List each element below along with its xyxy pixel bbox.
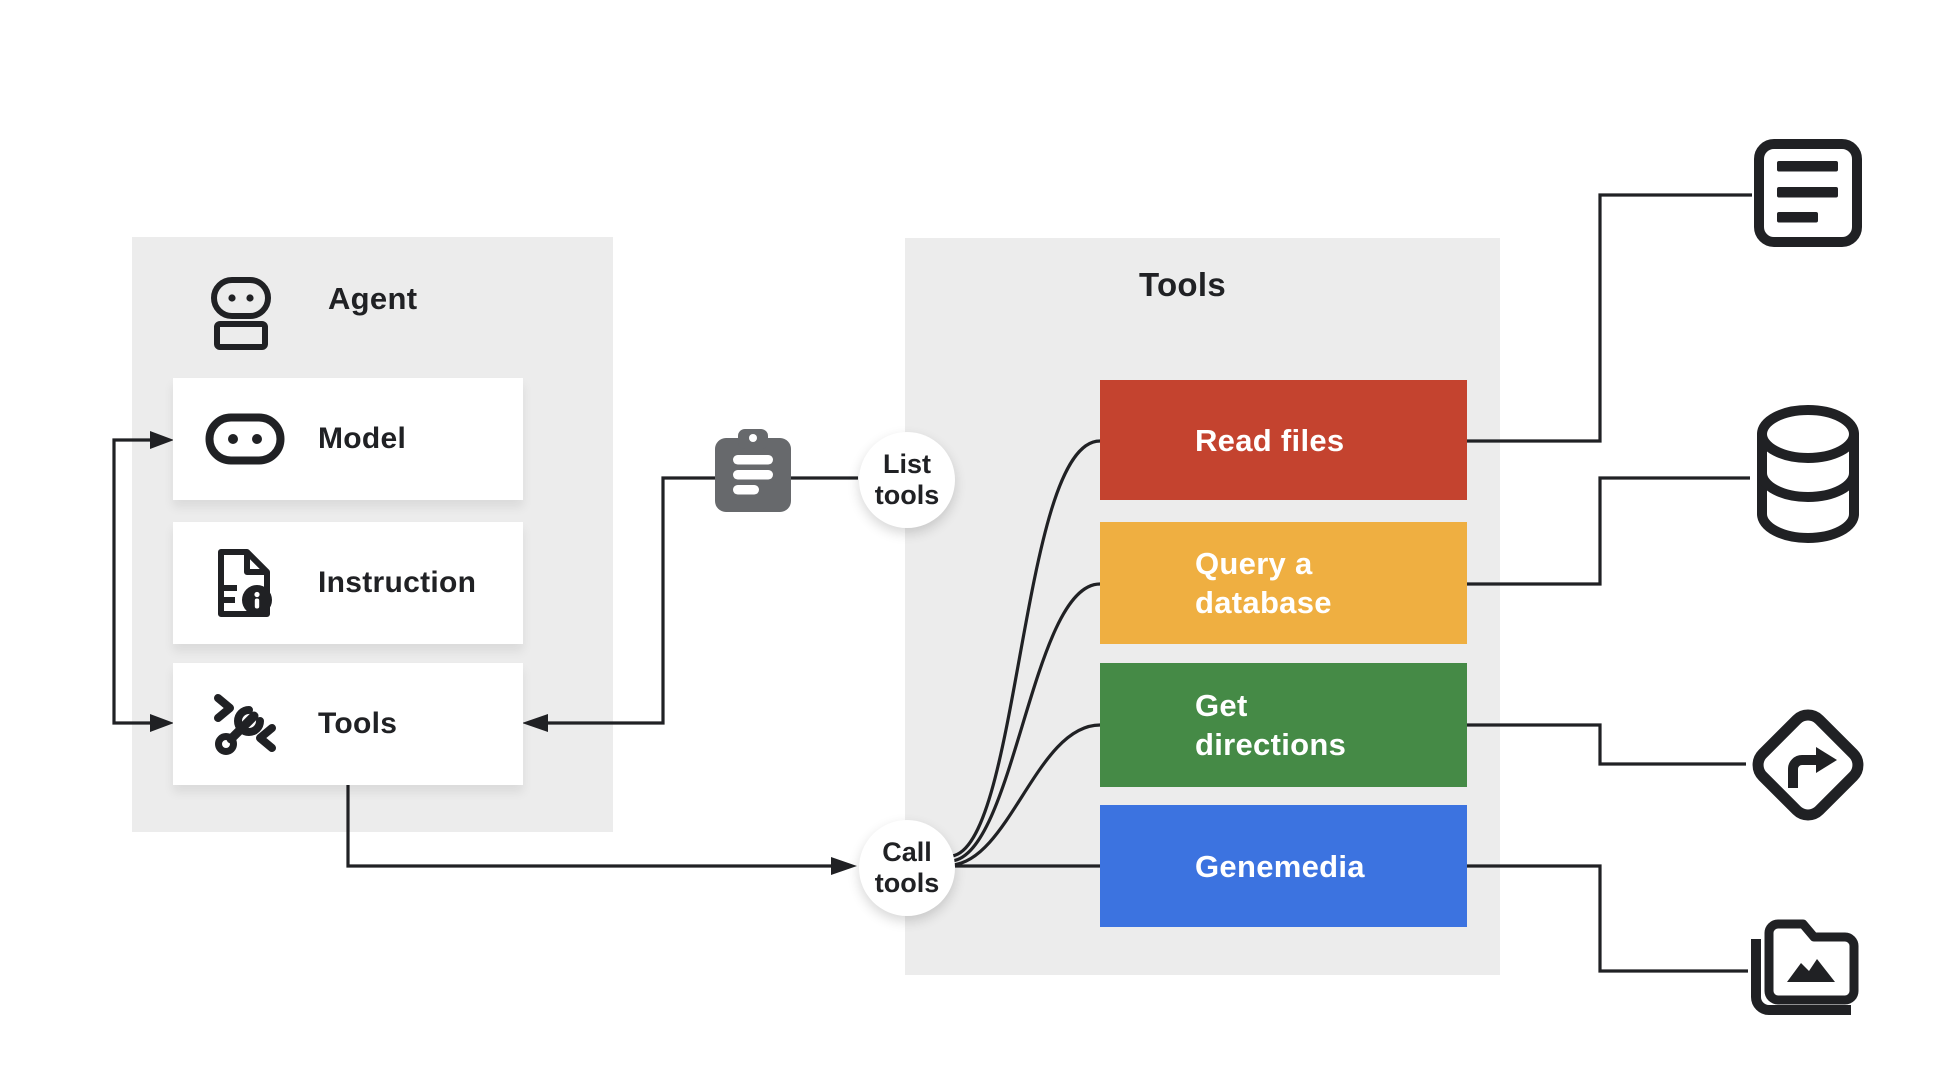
- agent-card-tools: Tools: [173, 663, 523, 785]
- elbow-to-directions-icon: [1467, 723, 1746, 766]
- get-directions-label: Get directions: [1195, 688, 1347, 762]
- curve-to-read-files: [951, 439, 1101, 858]
- arrowhead-into-call-tools: [831, 857, 857, 875]
- curve-to-get-directions: [951, 723, 1101, 867]
- arrowhead-into-model: [150, 431, 174, 449]
- tools-card-label: Tools: [318, 707, 398, 740]
- curve-to-query-database: [951, 582, 1101, 863]
- query-database-label: Query a database: [1195, 546, 1332, 620]
- tool-box-get-directions: Get directions: [1100, 663, 1467, 787]
- list-tools-return-line: [548, 476, 858, 725]
- agent-card-instruction: Instruction: [173, 522, 523, 644]
- turn-right-sign-icon: [1746, 703, 1870, 827]
- arrowhead-into-tools-right: [522, 714, 548, 732]
- clipboard-icon: [713, 428, 793, 516]
- list-tools-label: List tools: [874, 449, 940, 510]
- arrowhead-into-tools-left: [150, 714, 174, 732]
- model-tools-loop-line: [112, 438, 150, 725]
- genemedia-label: Genemedia: [1195, 848, 1365, 884]
- wrench-code-icon: [203, 693, 287, 755]
- call-tools-label: Call tools: [874, 837, 940, 898]
- image-folder-icon: [1748, 914, 1866, 1020]
- call-tools-feed-line: [346, 785, 831, 868]
- elbow-to-database-icon: [1467, 476, 1750, 586]
- elbow-to-image-folder-icon: [1467, 864, 1748, 973]
- model-card-label: Model: [318, 422, 407, 455]
- instruction-doc-icon: [203, 547, 287, 619]
- document-lines-icon: [1754, 139, 1862, 247]
- tool-box-read-files: Read files: [1100, 380, 1467, 500]
- agent-robot-icon: [210, 276, 272, 350]
- tools-panel-title: Tools: [1138, 266, 1227, 303]
- robot-face-icon: [203, 413, 287, 465]
- list-tools-bubble: List tools: [859, 432, 955, 528]
- database-icon: [1752, 404, 1864, 544]
- instruction-card-label: Instruction: [318, 566, 477, 599]
- read-files-label: Read files: [1195, 422, 1345, 458]
- tool-box-genemedia: Genemedia: [1100, 805, 1467, 927]
- call-tools-bubble: Call tools: [859, 820, 955, 916]
- agent-panel-title: Agent: [328, 281, 418, 316]
- tool-box-query-database: Query a database: [1100, 522, 1467, 644]
- agent-card-model: Model: [173, 378, 523, 500]
- elbow-to-document-icon: [1467, 193, 1752, 443]
